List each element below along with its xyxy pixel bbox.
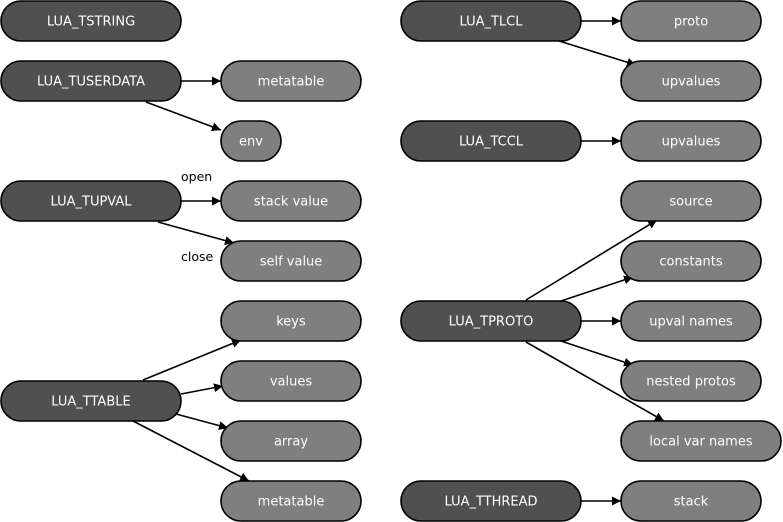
node-shape <box>620 420 782 462</box>
node-shape <box>0 0 182 42</box>
node-stack-value: stack value <box>220 180 362 222</box>
edge-tproto-to-nested-protos <box>557 339 634 367</box>
node-shape <box>220 180 362 222</box>
edge-tlcl-to-lcl-upvalues <box>555 39 637 67</box>
node-shape <box>400 480 582 522</box>
node-shape <box>400 0 582 42</box>
node-label: array <box>274 435 308 450</box>
node-label: metatable <box>258 75 325 90</box>
node-keys: keys <box>220 300 362 342</box>
node-label: local var names <box>649 435 752 450</box>
node-label: LUA_TUSERDATA <box>37 75 145 90</box>
node-tlcl: LUA_TLCL <box>400 0 582 42</box>
node-shape <box>620 0 762 42</box>
edge-ttable-to-t-metatable <box>132 420 250 482</box>
node-t-metatable: metatable <box>220 480 362 522</box>
node-label: source <box>669 195 712 210</box>
node-shape <box>0 380 182 422</box>
node-shape <box>620 300 762 342</box>
node-label: self value <box>260 255 323 270</box>
edge-tproto-to-constants <box>557 275 634 303</box>
edge-tupval-to-self-value <box>157 221 235 245</box>
node-label: stack <box>674 495 709 510</box>
node-lcl-upvalues: upvalues <box>620 60 762 102</box>
node-label: upval names <box>649 315 733 330</box>
edges: open close <box>132 16 665 506</box>
node-label: upvalues <box>662 75 721 90</box>
node-label: LUA_TSTRING <box>47 15 135 30</box>
node-tstring: LUA_TSTRING <box>0 0 182 42</box>
node-shape <box>620 120 762 162</box>
node-shape <box>220 360 362 402</box>
node-shape <box>620 360 762 402</box>
node-nested-protos: nested protos <box>620 360 762 402</box>
node-shape <box>220 60 362 102</box>
node-local-var-names: local var names <box>620 420 782 462</box>
node-shape <box>620 240 762 282</box>
node-shape <box>400 300 582 342</box>
node-shape <box>220 240 362 282</box>
node-self-value: self value <box>220 240 362 282</box>
node-tupval: LUA_TUPVAL <box>0 180 182 222</box>
node-shape <box>0 180 182 222</box>
node-tthread: LUA_TTHREAD <box>400 480 582 522</box>
node-label: LUA_TLCL <box>459 15 523 30</box>
node-shape <box>620 60 762 102</box>
node-label: LUA_TTABLE <box>51 395 130 410</box>
node-proto: proto <box>620 0 762 42</box>
node-array: array <box>220 420 362 462</box>
node-shape <box>220 300 362 342</box>
node-shape <box>620 480 762 522</box>
node-ccl-upvalues: upvalues <box>620 120 762 162</box>
node-label: env <box>239 135 263 150</box>
node-shape <box>220 480 362 522</box>
node-tccl: LUA_TCCL <box>400 120 582 162</box>
node-constants: constants <box>620 240 762 282</box>
node-tuserdata: LUA_TUSERDATA <box>0 60 182 102</box>
node-label: LUA_TTHREAD <box>444 495 537 510</box>
edge-ttable-to-array <box>175 413 229 431</box>
node-ttable: LUA_TTABLE <box>0 380 182 422</box>
node-label: LUA_TCCL <box>459 135 524 150</box>
node-tproto: LUA_TPROTO <box>400 300 582 342</box>
node-ud-metatable: metatable <box>220 60 362 102</box>
node-shape <box>220 420 362 462</box>
node-label: constants <box>659 255 723 270</box>
node-label: proto <box>674 15 708 30</box>
node-label: keys <box>276 315 306 330</box>
node-shape <box>620 180 762 222</box>
node-stack: stack <box>620 480 762 522</box>
node-label: LUA_TPROTO <box>449 315 534 330</box>
edge-tuserdata-to-ud-env <box>145 101 222 132</box>
node-shape <box>400 120 582 162</box>
node-shape <box>0 60 182 102</box>
edge-tproto-to-source <box>525 219 658 301</box>
edge-label-open: open <box>181 169 212 184</box>
node-upval-names: upval names <box>620 300 762 342</box>
node-label: values <box>270 375 313 390</box>
node-label: LUA_TUPVAL <box>51 195 133 210</box>
node-ud-env: env <box>220 120 282 162</box>
node-label: metatable <box>258 495 325 510</box>
node-source: source <box>620 180 762 222</box>
edge-ttable-to-keys <box>142 339 242 381</box>
edge-label-close: close <box>181 249 214 264</box>
node-values: values <box>220 360 362 402</box>
node-label: upvalues <box>662 135 721 150</box>
node-shape <box>220 120 282 162</box>
edge-tproto-to-local-var-names <box>525 341 665 422</box>
node-label: nested protos <box>646 375 736 390</box>
node-label: stack value <box>254 195 328 210</box>
edge-ttable-to-values <box>180 383 224 395</box>
